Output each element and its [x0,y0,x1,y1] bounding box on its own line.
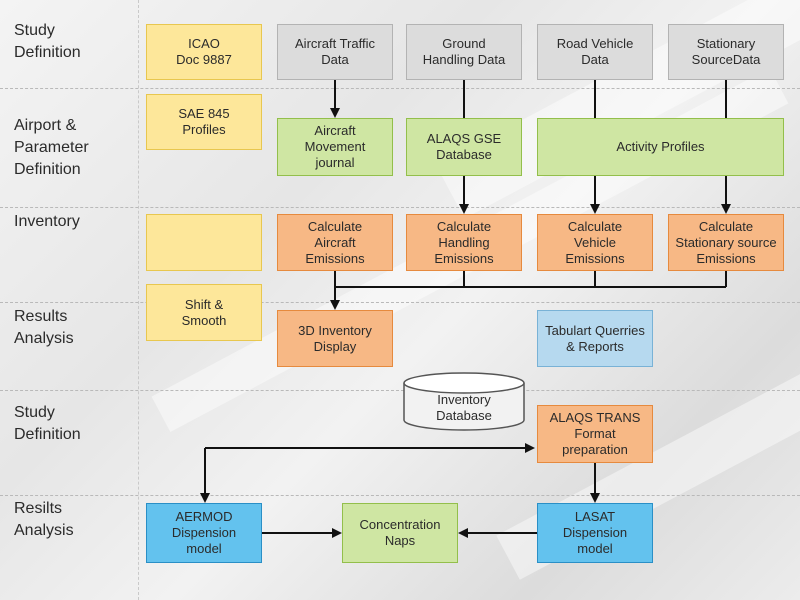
inventory-database-label: Inventory Database [436,392,492,423]
stationary-source-data-box: Stationary SourceData [668,24,784,80]
stage-divider [0,88,800,89]
stage-label-results-analysis: Results Analysis [14,308,74,347]
aermod-dispersion-model-box: AERMOD Dispension model [146,503,262,563]
alaqs-trans-format-preparation-box: ALAQS TRANS Format preparation [537,405,653,463]
stage-label-study-definition-2: Study Definition [14,404,81,443]
calculate-aircraft-emissions-box: Calculate Aircraft Emissions [277,214,393,271]
stage-column-separator [138,0,139,600]
ground-handling-data-box: Ground Handling Data [406,24,522,80]
stage-label-airport-parameter-definition: Airport & Parameter Definition [14,117,89,178]
icao-doc-box: ICAO Doc 9887 [146,24,262,80]
tabular-queries-reports-box: Tabulart Querries & Reports [537,310,653,367]
activity-profiles-box: Activity Profiles [537,118,784,176]
aircraft-movement-journal-box: Aircraft Movement journal [277,118,393,176]
inventory-database-cylinder [403,372,525,431]
lasat-dispersion-model-box: LASAT Dispension model [537,503,653,563]
3d-inventory-display-box: 3D Inventory Display [277,310,393,367]
calculate-stationary-source-emissions-box: Calculate Stationary source Emissions [668,214,784,271]
stage-divider [0,495,800,496]
sae-profiles-box: SAE 845 Profiles [146,94,262,150]
shift-smooth-box: Shift & Smooth [146,284,262,341]
calculate-vehicle-emissions-box: Calculate Vehicle Emissions [537,214,653,271]
concentration-maps-box: Concentration Naps [342,503,458,563]
stage-divider [0,302,800,303]
stage-label-study-definition: Study Definition [14,22,81,61]
road-vehicle-data-box: Road Vehicle Data [537,24,653,80]
stage-divider [0,207,800,208]
stage-label-inventory: Inventory [14,213,80,230]
inventory-blank-box [146,214,262,271]
stage-label-resilts-analysis: Resilts Analysis [14,500,74,539]
calculate-handling-emissions-box: Calculate Handling Emissions [406,214,522,271]
aircraft-traffic-data-box: Aircraft Traffic Data [277,24,393,80]
alaqs-gse-database-box: ALAQS GSE Database [406,118,522,176]
stage-divider [0,390,800,391]
